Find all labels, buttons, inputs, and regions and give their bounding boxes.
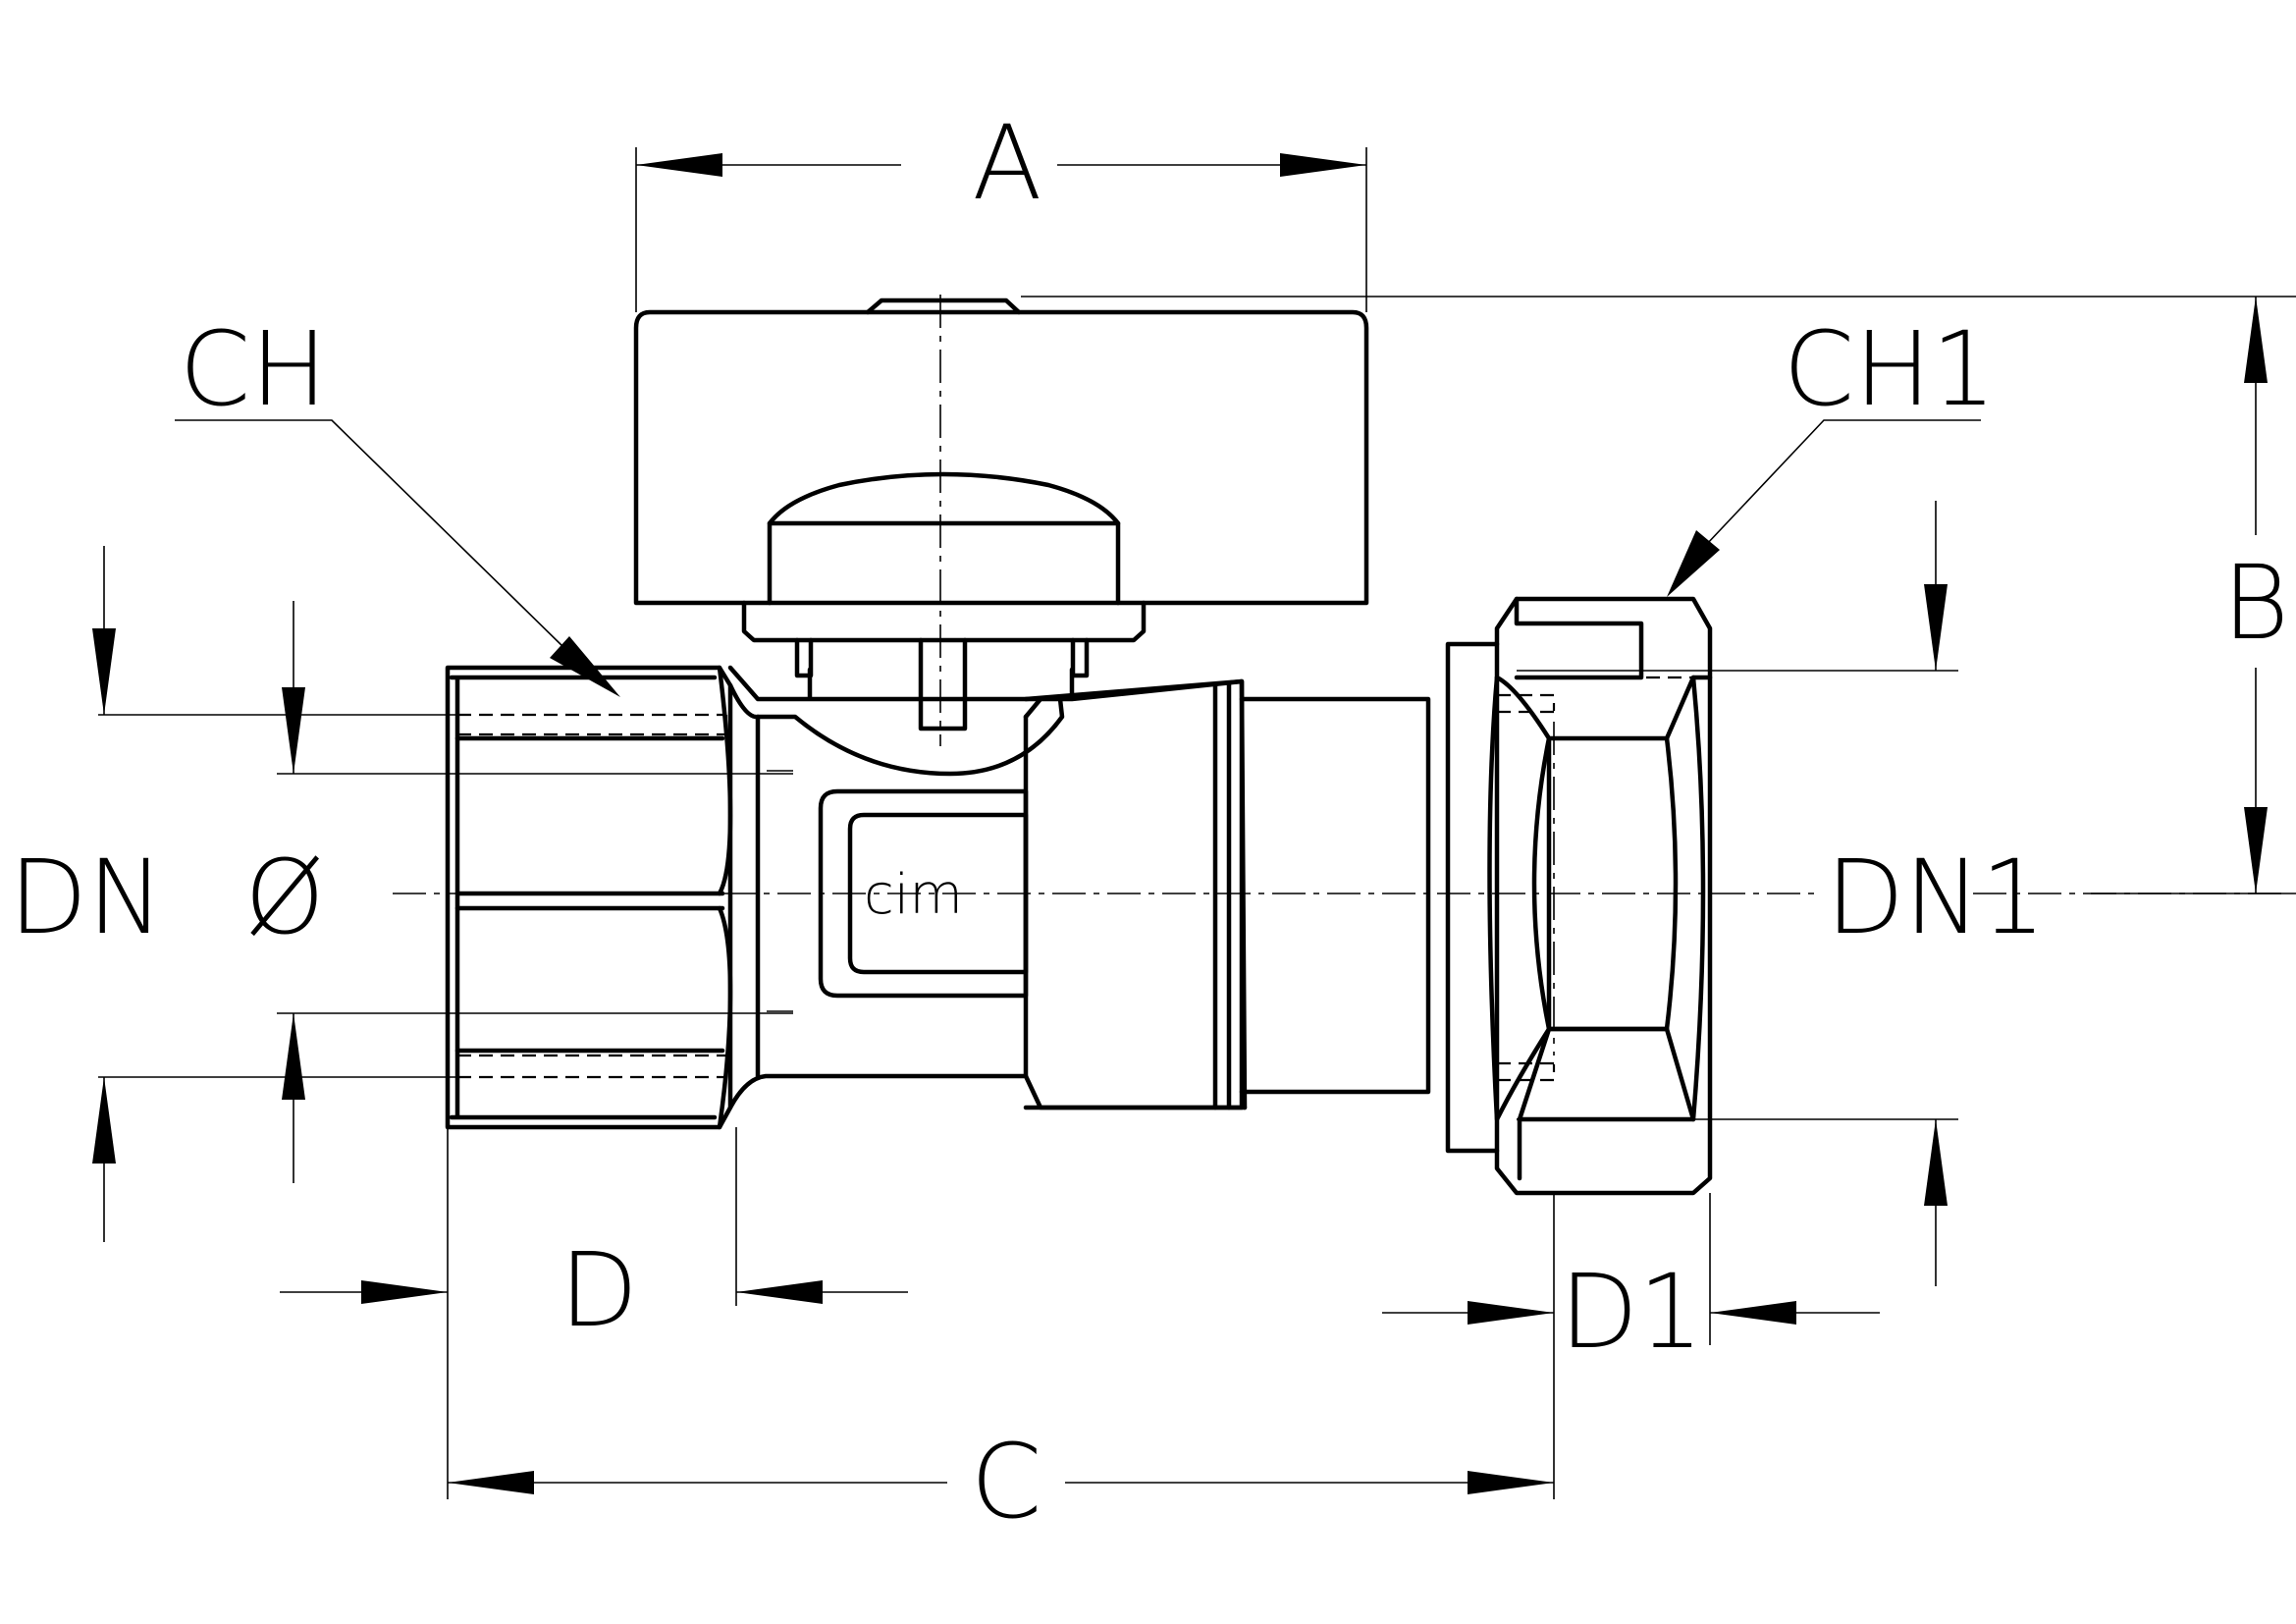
label-c: C [971, 1422, 1042, 1542]
label-d: D [560, 1230, 638, 1350]
valve-body: cim [727, 665, 1431, 1110]
dimension-c: C [447, 1127, 1555, 1542]
leader-ch1: CH1 [1667, 309, 1997, 597]
label-ch: CH [180, 309, 328, 429]
dimension-d1: D1 [1382, 1193, 1880, 1372]
dimension-dn1: DN1 [1517, 501, 2046, 1286]
dimension-d: D [280, 1127, 908, 1350]
dimension-b: B [1021, 296, 2296, 894]
label-b: B [2222, 543, 2289, 663]
dimension-a: A [635, 103, 1367, 312]
leader-ch: CH [175, 309, 620, 697]
label-d1: D1 [1560, 1252, 1703, 1372]
right-union-nut [1445, 596, 1713, 1196]
label-dn1: DN1 [1826, 838, 2046, 957]
label-a: A [972, 103, 1041, 223]
label-ch1: CH1 [1784, 309, 1997, 429]
cim-logo-text: cim [864, 863, 963, 927]
label-dn: DN [9, 838, 164, 957]
dimension-diameter: Ø [244, 601, 793, 1183]
handle-lever [633, 298, 1369, 731]
dimension-dn: DN [9, 546, 457, 1242]
left-hex-end [445, 665, 733, 1130]
label-diameter: Ø [244, 838, 325, 957]
